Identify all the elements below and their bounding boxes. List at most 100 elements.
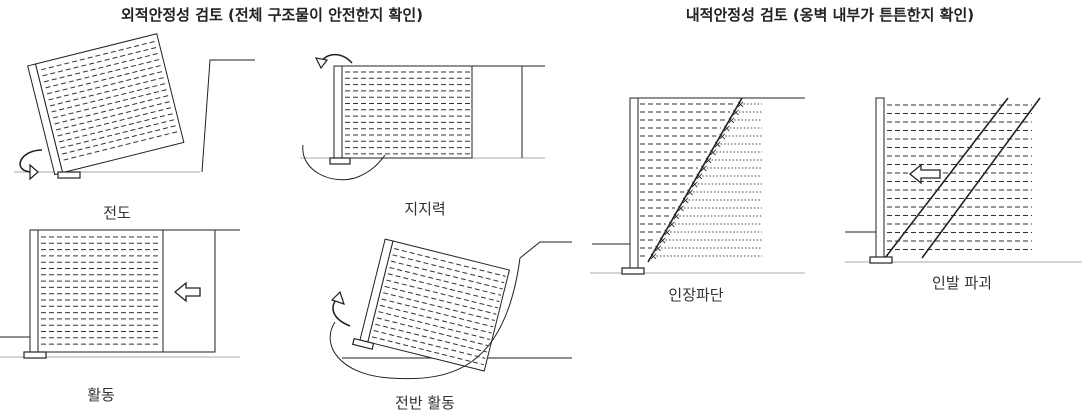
rupture-mark: × bbox=[700, 164, 708, 175]
pullout-arrow bbox=[908, 163, 941, 185]
tension-diagram: ×××××××××××××××××××× bbox=[590, 97, 805, 275]
failure-plane-2 bbox=[921, 97, 1041, 259]
rupture-marks: ×××××××××××××××××××× bbox=[649, 100, 745, 263]
tension-label: 인장파단 bbox=[668, 286, 723, 304]
rupture-mark: × bbox=[658, 236, 666, 247]
reinforcement-layer bbox=[63, 131, 179, 161]
global-arrow-head bbox=[330, 290, 345, 305]
rupture-mark: × bbox=[686, 188, 694, 199]
rupture-mark: × bbox=[681, 196, 689, 207]
footing bbox=[621, 267, 645, 275]
reinforcement-layer bbox=[40, 40, 156, 71]
slip-surface bbox=[329, 257, 521, 380]
rupture-mark: × bbox=[654, 244, 662, 255]
reinforcement-layer bbox=[386, 279, 498, 309]
reinforcement-layer bbox=[383, 292, 495, 321]
retained-fill bbox=[163, 229, 216, 353]
reinforced-zone bbox=[37, 229, 164, 353]
pullout-label: 인발 파괴 bbox=[932, 274, 992, 292]
reinforced-block bbox=[27, 33, 185, 176]
reinforcement-layer bbox=[57, 106, 173, 137]
reinforcement-layers bbox=[40, 40, 179, 161]
global-sliding-diagram bbox=[329, 238, 572, 380]
footing bbox=[869, 256, 893, 264]
reinforcement-layer bbox=[375, 323, 487, 353]
retained-fill bbox=[472, 65, 523, 158]
reinforcement-layer bbox=[372, 336, 484, 366]
rupture-mark: × bbox=[672, 212, 680, 223]
reinforcement-layer bbox=[61, 125, 177, 155]
reinforcement-layer bbox=[48, 70, 164, 101]
overturning-diagram bbox=[14, 33, 255, 181]
failure-plane-1 bbox=[884, 97, 1009, 259]
overturning-label: 전도 bbox=[103, 204, 131, 222]
rupture-mark: × bbox=[718, 132, 726, 143]
bearing-diagram bbox=[300, 53, 545, 181]
reinforcement-layer bbox=[49, 76, 165, 107]
footing bbox=[329, 157, 351, 165]
reinforcement-layer bbox=[51, 82, 167, 113]
cut-slope bbox=[201, 59, 255, 173]
reinforcement-layer bbox=[52, 88, 168, 119]
sliding-diagram bbox=[0, 229, 240, 359]
sliding-label: 활동 bbox=[87, 386, 115, 404]
wall-facing bbox=[29, 229, 39, 353]
internal-stability-title: 내적안정성 검토 (옹벽 내부가 튼튼한지 확인) bbox=[686, 6, 974, 24]
reinforcement-layers bbox=[372, 248, 506, 366]
overturning-arrow-head bbox=[29, 163, 39, 181]
reinforcement-layer bbox=[389, 266, 502, 296]
reinforcement-layer bbox=[376, 317, 489, 347]
slope-crest bbox=[519, 241, 572, 259]
reinforcement-layer bbox=[373, 330, 486, 359]
rupture-mark: × bbox=[691, 180, 699, 191]
reinforcement-layers bbox=[345, 71, 470, 155]
rupture-mark: × bbox=[736, 100, 744, 111]
reinforcement-layers bbox=[640, 103, 762, 257]
rupture-mark: × bbox=[663, 228, 671, 239]
pullout-diagram bbox=[845, 97, 1082, 264]
wall-facing bbox=[875, 97, 885, 259]
rupture-mark: × bbox=[723, 124, 731, 135]
overturning-arrow bbox=[19, 149, 43, 173]
rupture-mark: × bbox=[713, 140, 721, 151]
reinforcement-layer bbox=[58, 112, 174, 143]
rupture-mark: × bbox=[732, 108, 740, 119]
wall-facing bbox=[629, 97, 639, 269]
bearing-arrow-head bbox=[314, 57, 329, 70]
rupture-mark: × bbox=[695, 172, 703, 183]
rupture-mark: × bbox=[704, 156, 712, 167]
wall-facing bbox=[333, 65, 343, 159]
reinforcement-layer bbox=[381, 298, 494, 328]
rupture-mark: × bbox=[727, 116, 735, 127]
reinforcement-layer bbox=[55, 100, 171, 131]
reinforcement-layer bbox=[387, 273, 500, 303]
reinforcement-layer bbox=[60, 118, 176, 149]
footing bbox=[57, 171, 81, 179]
bearing-failure-surface bbox=[302, 144, 386, 181]
reinforcement-layer bbox=[390, 260, 503, 290]
reinforcement-layer bbox=[45, 58, 161, 89]
reinforcement-layer bbox=[394, 248, 506, 277]
reinforced-block bbox=[351, 238, 510, 372]
reinforcement-layer bbox=[43, 52, 159, 83]
reinforcement-layer bbox=[42, 46, 158, 77]
reinforcement-layer bbox=[379, 304, 492, 334]
footing bbox=[23, 351, 47, 359]
external-stability-title: 외적안정성 검토 (전체 구조물이 안전한지 확인) bbox=[121, 6, 423, 24]
rupture-mark: × bbox=[677, 204, 685, 215]
reinforcement-layer bbox=[384, 285, 497, 315]
bearing-label: 지지력 bbox=[404, 200, 445, 218]
reinforcement-layer bbox=[392, 254, 505, 284]
rupture-mark: × bbox=[668, 220, 676, 231]
reinforcement-layers bbox=[41, 236, 161, 345]
reinforcement-layer bbox=[378, 311, 491, 340]
reinforced-zone bbox=[341, 65, 473, 159]
reinforcement-layer bbox=[54, 94, 170, 125]
failure-plane bbox=[647, 97, 743, 263]
global-sliding-label: 전반 활동 bbox=[395, 394, 455, 412]
footing bbox=[351, 337, 375, 350]
rupture-mark: × bbox=[649, 252, 657, 263]
reinforcement-layer bbox=[46, 64, 162, 95]
rupture-mark: × bbox=[709, 148, 717, 159]
